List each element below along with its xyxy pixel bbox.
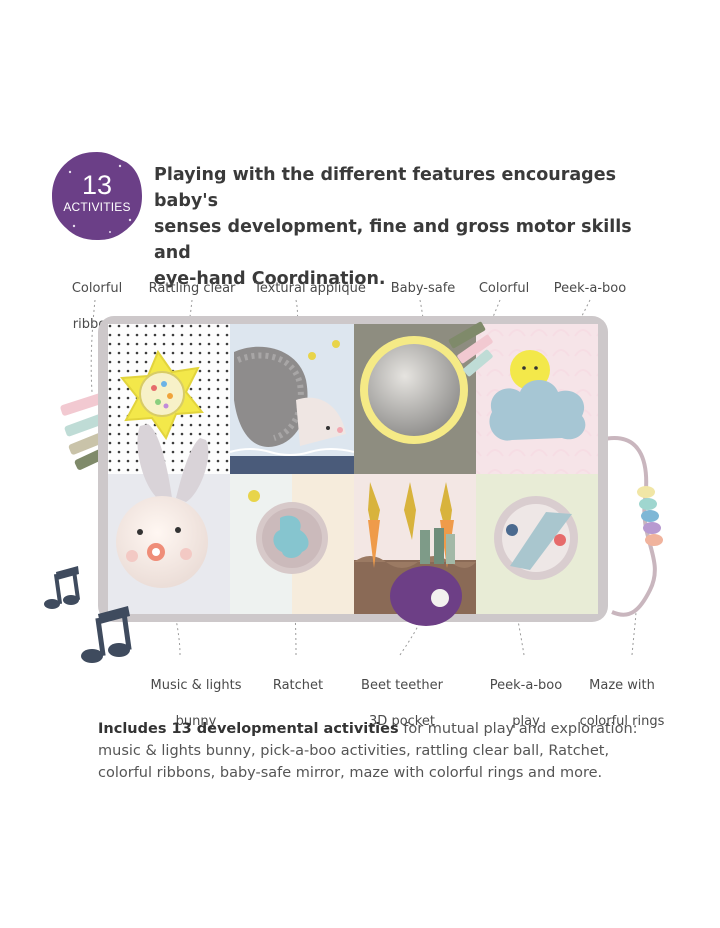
footer-rest: for mutual play and exploration: music &… [98, 721, 638, 781]
label-line: Maze with [589, 678, 655, 693]
label-line: Ratchet [272, 678, 324, 693]
beet-teether [390, 528, 462, 626]
peekaboo-play [494, 496, 578, 580]
footer-bold: Includes 13 developmental activities [98, 721, 399, 737]
ratchet [248, 490, 328, 574]
headline: Playing with the different features enco… [154, 162, 674, 292]
baby-safe-mirror [360, 336, 468, 444]
headline-line-2: senses development, fine and gross motor… [154, 217, 632, 263]
rattling-ball [120, 349, 204, 441]
hedgehog [234, 340, 346, 447]
label-line: bunny [175, 714, 217, 729]
label-line: 3D pocket [369, 714, 435, 729]
label-line: Textural applique [254, 281, 366, 296]
carrots [368, 482, 454, 568]
label-line: Baby-safe [390, 281, 456, 296]
label-line: Colorful [478, 281, 530, 296]
label-line: Peek-a-boo [553, 281, 627, 296]
label-line: Colorful [71, 281, 123, 296]
badge-shape [52, 152, 142, 240]
label-line: Music & lights [150, 678, 242, 693]
music-lights-bunny [116, 424, 209, 588]
activities-badge: 13 ACTIVITIES [50, 150, 144, 242]
label-line: colorful rings [579, 714, 665, 729]
label-music-lights-bunny: Music & lights bunny [144, 659, 248, 731]
label-line: Rattling clear [148, 281, 236, 296]
badge-label: ACTIVITIES [63, 200, 131, 214]
label-line: Beet teether [361, 678, 443, 693]
label-ratchet: Ratchet [258, 659, 338, 695]
label-line: play [512, 714, 540, 729]
maze-rings [637, 486, 663, 546]
badge-number: 13 [81, 170, 113, 200]
music-notes-icon [44, 566, 132, 663]
label-peekaboo-play: Peek-a-boo play [480, 659, 572, 731]
label-maze-rings: Maze with colorful rings [572, 659, 672, 731]
peekaboo-sun [489, 350, 586, 441]
headline-line-3: eye-hand Coordination. [154, 269, 386, 289]
label-line: Peek-a-boo [489, 678, 563, 693]
ribbons-right [448, 321, 493, 377]
label-beet-teether: Beet teether 3D pocket [354, 659, 450, 731]
headline-line-1: Playing with the different features enco… [154, 165, 616, 211]
footer-description: Includes 13 developmental activities for… [98, 718, 658, 784]
